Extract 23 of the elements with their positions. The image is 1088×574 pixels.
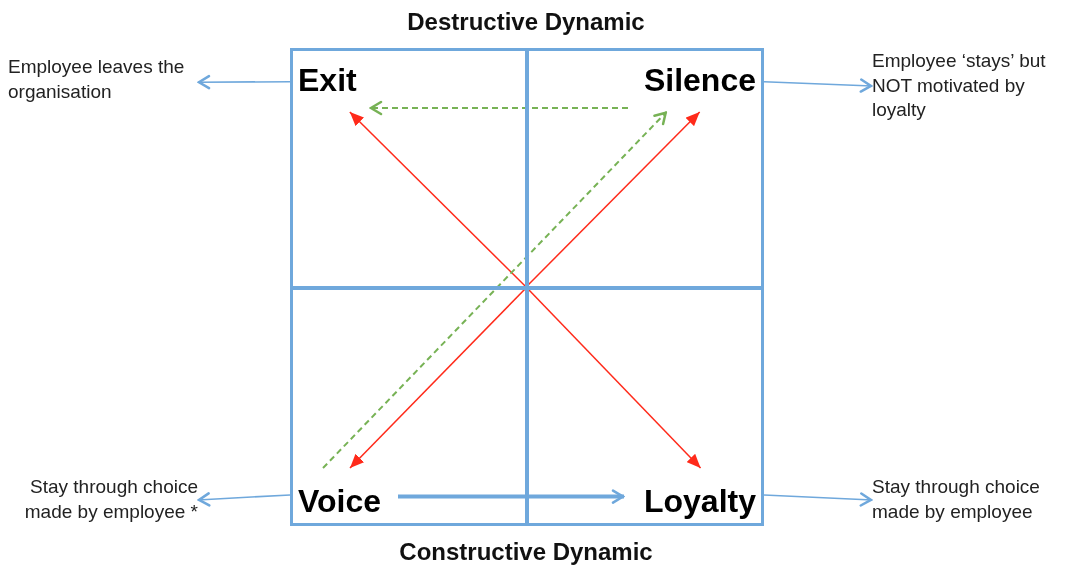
outcome-text: Employee leaves the organisation xyxy=(8,55,186,104)
arrow xyxy=(349,111,527,288)
quadrant-box xyxy=(526,48,764,289)
arrow xyxy=(763,78,873,93)
quadrant-box xyxy=(290,287,528,526)
axis-heading: Destructive Dynamic xyxy=(406,8,646,36)
arrow xyxy=(322,111,668,469)
quadrant-title: Voice xyxy=(298,483,381,520)
quadrant-title: Exit xyxy=(298,62,357,99)
quadrant-box xyxy=(526,287,764,526)
quadrant-title: Silence xyxy=(643,62,756,99)
arrow xyxy=(197,74,291,90)
outcome-text: Stay through choice made by employee * xyxy=(23,475,198,524)
outcome-text: Stay through choice made by employee xyxy=(872,475,1041,524)
axis-heading: Constructive Dynamic xyxy=(398,538,654,566)
arrow xyxy=(197,492,291,507)
quadrant-title: Loyalty xyxy=(643,483,756,520)
outcome-text: Employee ‘stays’ but NOT motivated by loyalty xyxy=(872,48,1047,123)
arrow xyxy=(763,492,873,507)
arrow xyxy=(369,100,629,116)
arrow xyxy=(398,489,625,504)
quadrant-box xyxy=(290,48,528,289)
arrow xyxy=(349,287,527,469)
